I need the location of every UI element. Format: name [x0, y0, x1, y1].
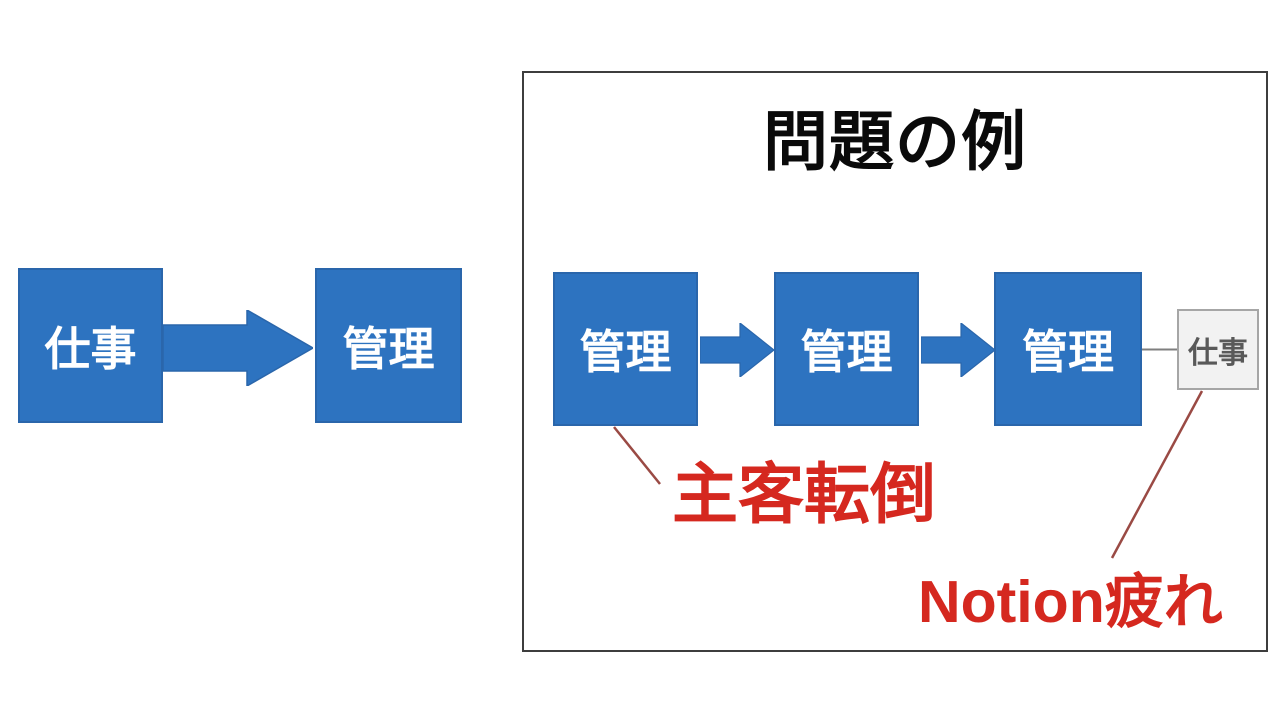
manage-box-2-label: 管理 — [800, 326, 893, 378]
annotation-reversal: 主客転倒 — [672, 457, 936, 531]
work-box-label: 仕事 — [44, 322, 137, 375]
manage-box-3: 管理 — [994, 272, 1142, 426]
annotation-notion-fatigue: Notion疲れ — [918, 569, 1223, 635]
manage-box-label: 管理 — [342, 322, 435, 375]
panel-title: 問題の例 — [762, 105, 1027, 178]
manage-box: 管理 — [315, 268, 462, 423]
manage-box-1: 管理 — [553, 272, 698, 426]
right-arrow-icon — [700, 323, 774, 377]
leader-line-reversal — [613, 426, 661, 485]
right-arrow-icon — [921, 323, 995, 377]
manage-box-2: 管理 — [774, 272, 919, 426]
problem-panel: 問題の例 管理 管理 管理 仕事 主客転倒 Notion疲れ — [522, 71, 1268, 652]
work-box: 仕事 — [18, 268, 163, 423]
manage-box-3-label: 管理 — [1022, 326, 1114, 378]
manage-box-1-label: 管理 — [579, 326, 672, 378]
right-arrow-icon — [163, 310, 313, 386]
work-box-small-label: 仕事 — [1188, 336, 1248, 370]
work-box-small: 仕事 — [1177, 309, 1259, 390]
